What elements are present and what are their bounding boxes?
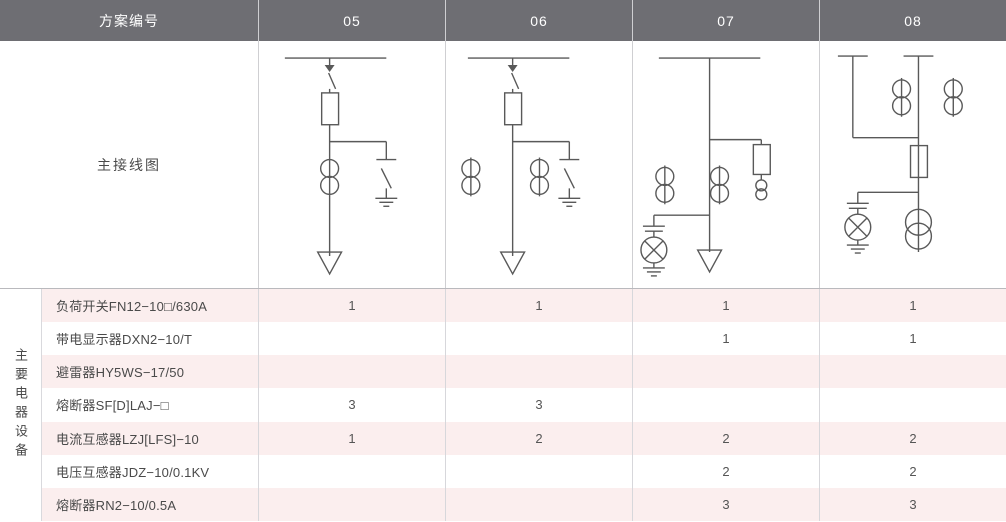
diagram-scheme-06 — [445, 41, 632, 288]
equipment-qty-08: 2 — [819, 454, 1006, 488]
current-transformer-symbol — [319, 158, 340, 179]
table-row[interactable]: 负荷开关FN12−10□/630A 1 1 1 1 — [42, 289, 1006, 323]
table-row[interactable]: 带电显示器DXN2−10/T 1 1 — [42, 322, 1006, 356]
switch-contact-arrow — [324, 65, 335, 72]
equipment-qty-07: 3 — [632, 487, 819, 521]
equipment-qty-05: 3 — [258, 388, 445, 422]
diagram-scheme-08 — [819, 41, 1006, 288]
main-wiring-diagram-row: 主接线图 — [0, 41, 1006, 289]
fuse-symbol — [320, 92, 340, 126]
equipment-qty-08: 2 — [819, 421, 1006, 455]
equipment-name: 电流互感器LZJ[LFS]−10 — [56, 431, 199, 447]
diagram-scheme-07 — [632, 41, 819, 288]
header-column-07: 07 — [632, 0, 819, 41]
diagram-scheme-05 — [258, 41, 445, 288]
equipment-qty-06: 1 — [445, 289, 632, 323]
header-column-08: 08 — [819, 0, 1006, 41]
equipment-qty-06 — [445, 322, 632, 356]
equipment-qty-07: 1 — [632, 322, 819, 356]
header-column-06: 06 — [445, 0, 632, 41]
fuse-symbol — [752, 143, 771, 176]
equipment-qty-08: 1 — [819, 322, 1006, 356]
equipment-qty-06 — [445, 487, 632, 521]
equipment-qty-08 — [819, 388, 1006, 422]
equipment-qty-05 — [258, 322, 445, 356]
voltage-transformer-symbol — [904, 208, 933, 236]
table-header-row: 方案编号 05 06 07 08 — [0, 0, 1006, 41]
equipment-qty-06 — [445, 454, 632, 488]
equipment-qty-07 — [632, 355, 819, 389]
main-wiring-diagram-label: 主接线图 — [97, 156, 161, 173]
table-row[interactable]: 避雷器HY5WS−17/50 — [42, 355, 1006, 389]
equipment-qty-06 — [445, 355, 632, 389]
fuse-symbol — [909, 144, 929, 179]
equipment-name: 避雷器HY5WS−17/50 — [56, 365, 185, 381]
small-transformer-symbol — [755, 179, 768, 192]
equipment-qty-07: 2 — [632, 454, 819, 488]
equipment-qty-06: 2 — [445, 421, 632, 455]
equipment-qty-05 — [258, 454, 445, 488]
equipment-name: 负荷开关FN12−10□/630A — [56, 299, 208, 315]
equipment-qty-05: 1 — [258, 421, 445, 455]
equipment-name: 熔断器SF[D]LAJ−□ — [56, 398, 169, 414]
equipment-name: 电压互感器JDZ−10/0.1KV — [56, 464, 210, 480]
equipment-qty-07: 1 — [632, 289, 819, 323]
header-scheme-number-label: 方案编号 — [99, 12, 159, 29]
equipment-qty-05 — [258, 487, 445, 521]
equipment-qty-06: 3 — [445, 388, 632, 422]
equipment-table: 主要电器设备 负荷开关FN12−10□/630A 1 1 1 1 带电显示器DX… — [0, 289, 1006, 521]
equipment-name: 带电显示器DXN2−10/T — [56, 332, 193, 348]
equipment-qty-07 — [632, 388, 819, 422]
switch-contact-arrow — [507, 65, 518, 72]
equipment-qty-05: 1 — [258, 289, 445, 323]
table-row[interactable]: 电压互感器JDZ−10/0.1KV 2 2 — [42, 454, 1006, 488]
equipment-group-label: 主要电器设备 — [0, 289, 42, 521]
equipment-qty-07: 2 — [632, 421, 819, 455]
header-column-05: 05 — [258, 0, 445, 41]
table-row[interactable]: 熔断器SF[D]LAJ−□ 3 3 — [42, 388, 1006, 422]
equipment-rows: 负荷开关FN12−10□/630A 1 1 1 1 带电显示器DXN2−10/T… — [42, 289, 1006, 521]
equipment-qty-08: 1 — [819, 289, 1006, 323]
table-row[interactable]: 熔断器RN2−10/0.5A 3 3 — [42, 487, 1006, 521]
equipment-qty-08 — [819, 355, 1006, 389]
table-row[interactable]: 电流互感器LZJ[LFS]−10 1 2 2 2 — [42, 421, 1006, 455]
equipment-name: 熔断器RN2−10/0.5A — [56, 497, 177, 513]
equipment-qty-08: 3 — [819, 487, 1006, 521]
fuse-symbol — [503, 92, 523, 126]
equipment-qty-05 — [258, 355, 445, 389]
equipment-group-label-text: 主要电器设备 — [13, 348, 28, 462]
